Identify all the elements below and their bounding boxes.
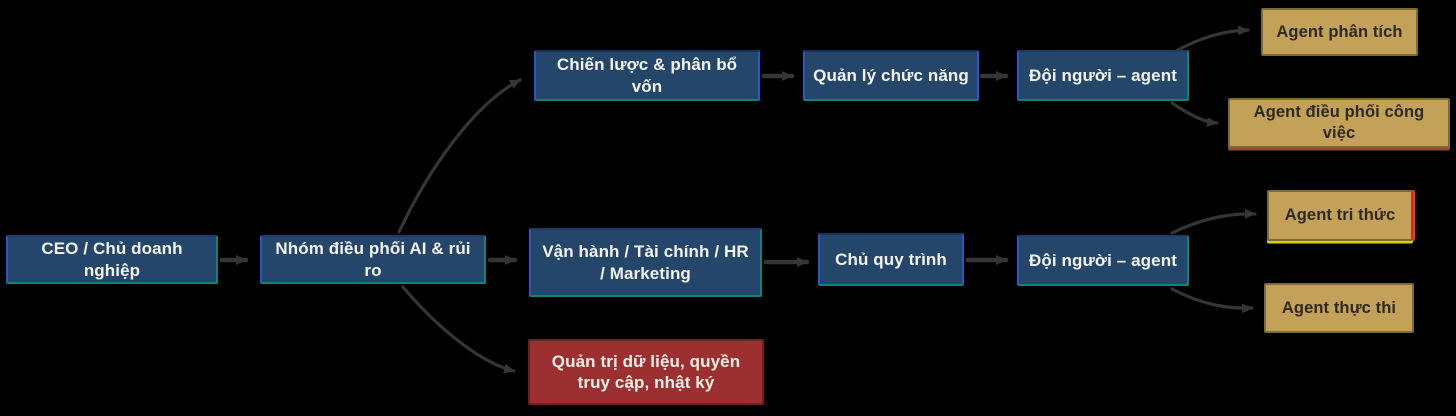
node-agent-orchestration: Agent điều phối công việc (1228, 98, 1450, 148)
edge-teammid-agentknowledge (1170, 208, 1257, 235)
node-function-manager-label: Quản lý chức năng (813, 65, 969, 85)
node-strategy-capital-label: Chiến lược & phân bổ vốn (556, 55, 738, 96)
node-agent-execution: Agent thực thi (1264, 283, 1414, 333)
node-ai-risk-coordination: Nhóm điều phối AI & rủi ro (260, 235, 486, 284)
node-agent-analysis: Agent phân tích (1261, 8, 1418, 56)
node-human-agent-team-top: Đội người – agent (1017, 50, 1189, 101)
node-operations-finance-hr-marketing: Vận hành / Tài chính / HR / Marketing (529, 228, 762, 297)
node-human-agent-team-mid: Đội người – agent (1017, 235, 1189, 286)
node-ceo: CEO / Chủ doanh nghiệp (6, 235, 218, 284)
edge-teammid-agentexecution (1170, 287, 1254, 314)
node-ceo-label: CEO / Chủ doanh nghiệp (41, 239, 183, 280)
node-agent-knowledge: Agent tri thức (1267, 190, 1413, 241)
edge-coord-governance (401, 285, 516, 374)
node-agent-analysis-label: Agent phân tích (1276, 22, 1403, 41)
node-strategy-capital: Chiến lược & phân bổ vốn (534, 50, 760, 101)
node-process-owner-label: Chủ quy trình (835, 249, 947, 269)
node-data-governance: Quản trị dữ liệu, quyền truy cập, nhật k… (528, 339, 764, 405)
node-human-agent-team-mid-label: Đội người – agent (1029, 250, 1177, 270)
node-human-agent-team-top-label: Đội người – agent (1029, 65, 1177, 85)
node-data-governance-label: Quản trị dữ liệu, quyền truy cập, nhật k… (551, 351, 741, 392)
node-operations-label: Vận hành / Tài chính / HR / Marketing (542, 242, 749, 283)
node-agent-orchestration-label: Agent điều phối công việc (1253, 103, 1425, 142)
node-agent-knowledge-label: Agent tri thức (1284, 206, 1396, 225)
edge-teamtop-agentorchestration (1170, 101, 1219, 128)
edge-teamtop-agentanalysis (1174, 25, 1250, 53)
node-agent-execution-label: Agent thực thi (1281, 298, 1397, 317)
edge-coord-strategy (397, 78, 522, 234)
node-process-owner: Chủ quy trình (818, 233, 964, 286)
node-function-manager: Quản lý chức năng (803, 50, 979, 101)
node-ai-risk-coordination-label: Nhóm điều phối AI & rủi ro (275, 239, 471, 280)
